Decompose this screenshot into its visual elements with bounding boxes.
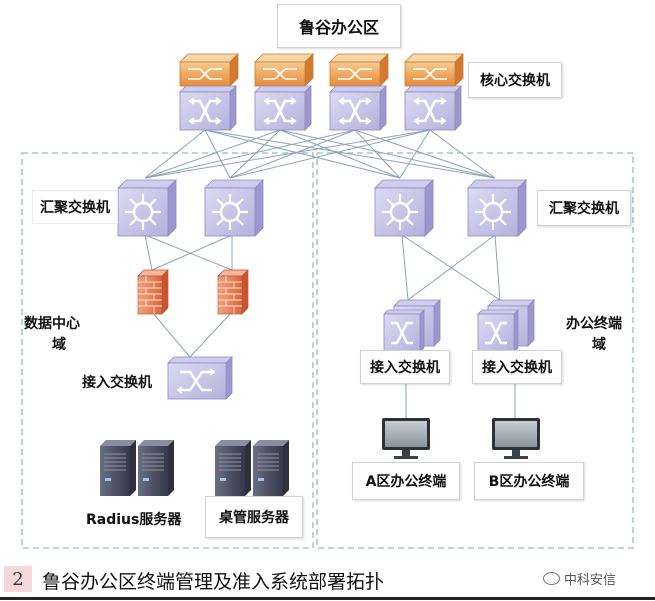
core-switch-1: [178, 52, 240, 132]
agg-switch-office-1: [373, 178, 435, 238]
access-switch-dc-label: 接入交换机: [82, 375, 152, 391]
connection-lines: [144, 129, 516, 418]
firewall-2: [217, 269, 249, 315]
figure-number: 2: [4, 566, 32, 592]
office-domain-label-line1: 办公终端: [566, 316, 622, 332]
agg-switch-left-label: 汇聚交换机: [32, 190, 118, 224]
figure-caption: 鲁谷办公区终端管理及准入系统部署拓扑: [42, 571, 385, 593]
wechat-brand: 中科安信: [543, 569, 616, 588]
brand-name: 中科安信: [564, 573, 617, 588]
desktop-server-icon: [215, 440, 289, 496]
access-switch-office-a-label: 接入交换机: [360, 350, 450, 384]
core-switch-4: [403, 52, 465, 132]
firewall-1: [137, 269, 169, 315]
access-switch-dc: [166, 355, 234, 401]
radius-server-label: Radius服务器: [86, 512, 182, 528]
agg-switch-right-label: 汇聚交换机: [537, 190, 631, 226]
office-domain-label-line2: 域: [592, 337, 606, 353]
access-switch-office-b-label: 接入交换机: [472, 350, 562, 384]
title-label: 鲁谷办公区: [277, 4, 401, 48]
terminal-a-label: A区办公终端: [352, 462, 460, 500]
agg-switch-dc-1: [116, 178, 178, 238]
datacenter-domain-label-line1: 数据中心: [24, 316, 80, 332]
radius-server-icon: [100, 440, 174, 496]
topology-canvas: [21, 52, 634, 549]
desktop-server-label: 桌管服务器: [205, 496, 303, 538]
office-domain-region: [316, 152, 634, 549]
terminal-b-label: B区办公终端: [474, 462, 584, 500]
core-switch-group: [178, 52, 465, 132]
wechat-icon: [543, 572, 560, 585]
datacenter-domain-region: [21, 152, 314, 549]
core-switch-label: 核心交换机: [468, 62, 562, 98]
terminal-a-monitor-icon: [382, 418, 430, 459]
caption-underline: [0, 597, 655, 600]
agg-switch-office-2: [466, 178, 528, 238]
access-switch-office-a: [382, 298, 442, 354]
terminal-b-monitor-icon: [492, 418, 540, 459]
figure-caption-bar: 2 鲁谷办公区终端管理及准入系统部署拓扑 中科安信: [0, 556, 655, 601]
agg-switch-dc-2: [203, 178, 265, 238]
access-switch-office-b: [476, 298, 536, 354]
core-switch-2: [253, 52, 315, 132]
datacenter-domain-label-line2: 域: [52, 337, 66, 353]
core-switch-3: [328, 52, 390, 132]
